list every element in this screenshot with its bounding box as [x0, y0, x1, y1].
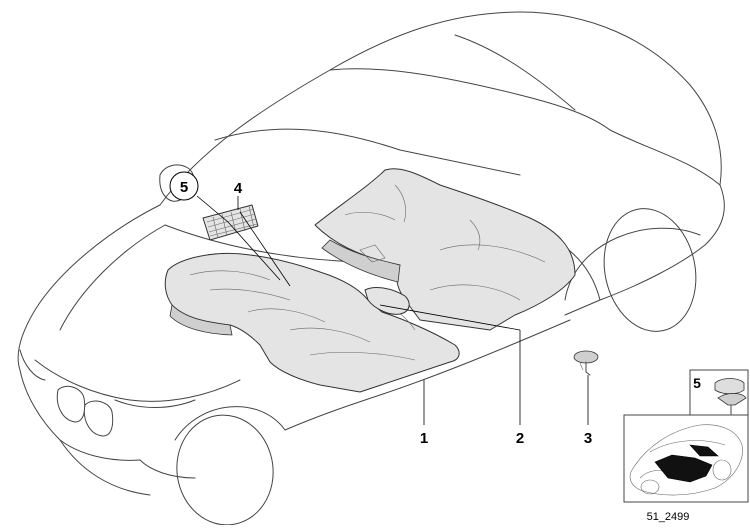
inset-callout-5-label: 5 [693, 375, 701, 391]
drawing-number: 51_2499 [647, 511, 690, 523]
part-3-clip [573, 350, 599, 376]
floor-carpet-assembly [164, 168, 576, 393]
car-body-outline [17, 11, 725, 526]
callout-1-label: 1 [420, 430, 428, 447]
part-4-insulation-pad [202, 204, 259, 241]
callout-5-label: 5 [180, 179, 188, 196]
inset-panel: 5 [623, 369, 749, 503]
callout-2-label: 2 [516, 430, 524, 447]
callout-5-circled: 5 [169, 171, 199, 201]
leader-lines [196, 195, 589, 425]
callout-4-label: 4 [234, 180, 243, 197]
callout-3-label: 3 [584, 430, 592, 447]
thumbnail-car [629, 424, 743, 496]
